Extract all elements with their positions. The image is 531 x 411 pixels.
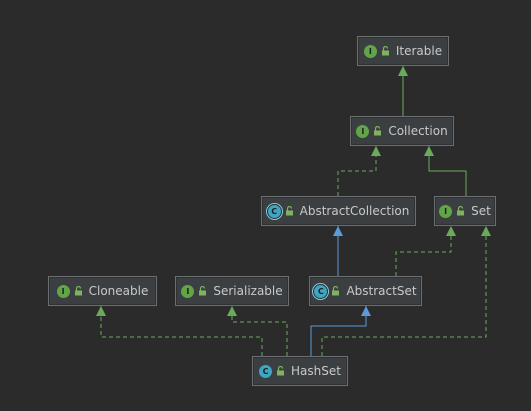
interface-icon: I <box>56 284 70 298</box>
node-serializable[interactable]: I Serializable <box>175 276 289 306</box>
interface-icon: I <box>356 124 370 138</box>
node-abstract-set[interactable]: C AbstractSet <box>309 276 422 306</box>
abstract-class-icon: C <box>314 284 328 298</box>
edge-hashset-cloneable <box>96 306 263 356</box>
lock-open-icon <box>198 286 207 296</box>
node-iterable[interactable]: I Iterable <box>357 36 449 66</box>
edge-abstractset-set <box>395 226 456 276</box>
lock-open-icon <box>331 286 340 296</box>
edge-hashset-set <box>321 226 491 356</box>
interface-icon: I <box>439 204 453 218</box>
lock-open-icon <box>276 366 285 376</box>
edge-abstractcollection-collection <box>337 146 381 196</box>
lock-open-icon <box>74 286 83 296</box>
edge-hashset-abstractset <box>310 306 371 356</box>
class-icon: C <box>259 364 273 378</box>
node-hash-set[interactable]: C HashSet <box>252 356 348 386</box>
lock-open-icon <box>381 46 390 56</box>
lock-open-icon <box>373 126 382 136</box>
node-collection[interactable]: I Collection <box>350 116 454 146</box>
node-label: AbstractCollection <box>299 204 410 218</box>
lock-open-icon <box>285 206 294 216</box>
node-label: Set <box>471 204 491 218</box>
node-label: Serializable <box>213 284 283 298</box>
node-label: Iterable <box>395 44 443 58</box>
edge-set-collection <box>424 146 467 196</box>
node-set[interactable]: I Set <box>434 196 496 226</box>
edge-hashset-serializable <box>227 306 288 356</box>
abstract-class-icon: C <box>267 204 281 218</box>
node-abstract-collection[interactable]: C AbstractCollection <box>261 196 416 226</box>
node-label: Collection <box>388 124 448 138</box>
interface-icon: I <box>363 44 377 58</box>
node-label: Cloneable <box>88 284 149 298</box>
node-cloneable[interactable]: I Cloneable <box>48 276 157 306</box>
node-label: AbstractSet <box>346 284 417 298</box>
node-label: HashSet <box>291 364 341 378</box>
interface-icon: I <box>181 284 195 298</box>
lock-open-icon <box>456 206 465 216</box>
